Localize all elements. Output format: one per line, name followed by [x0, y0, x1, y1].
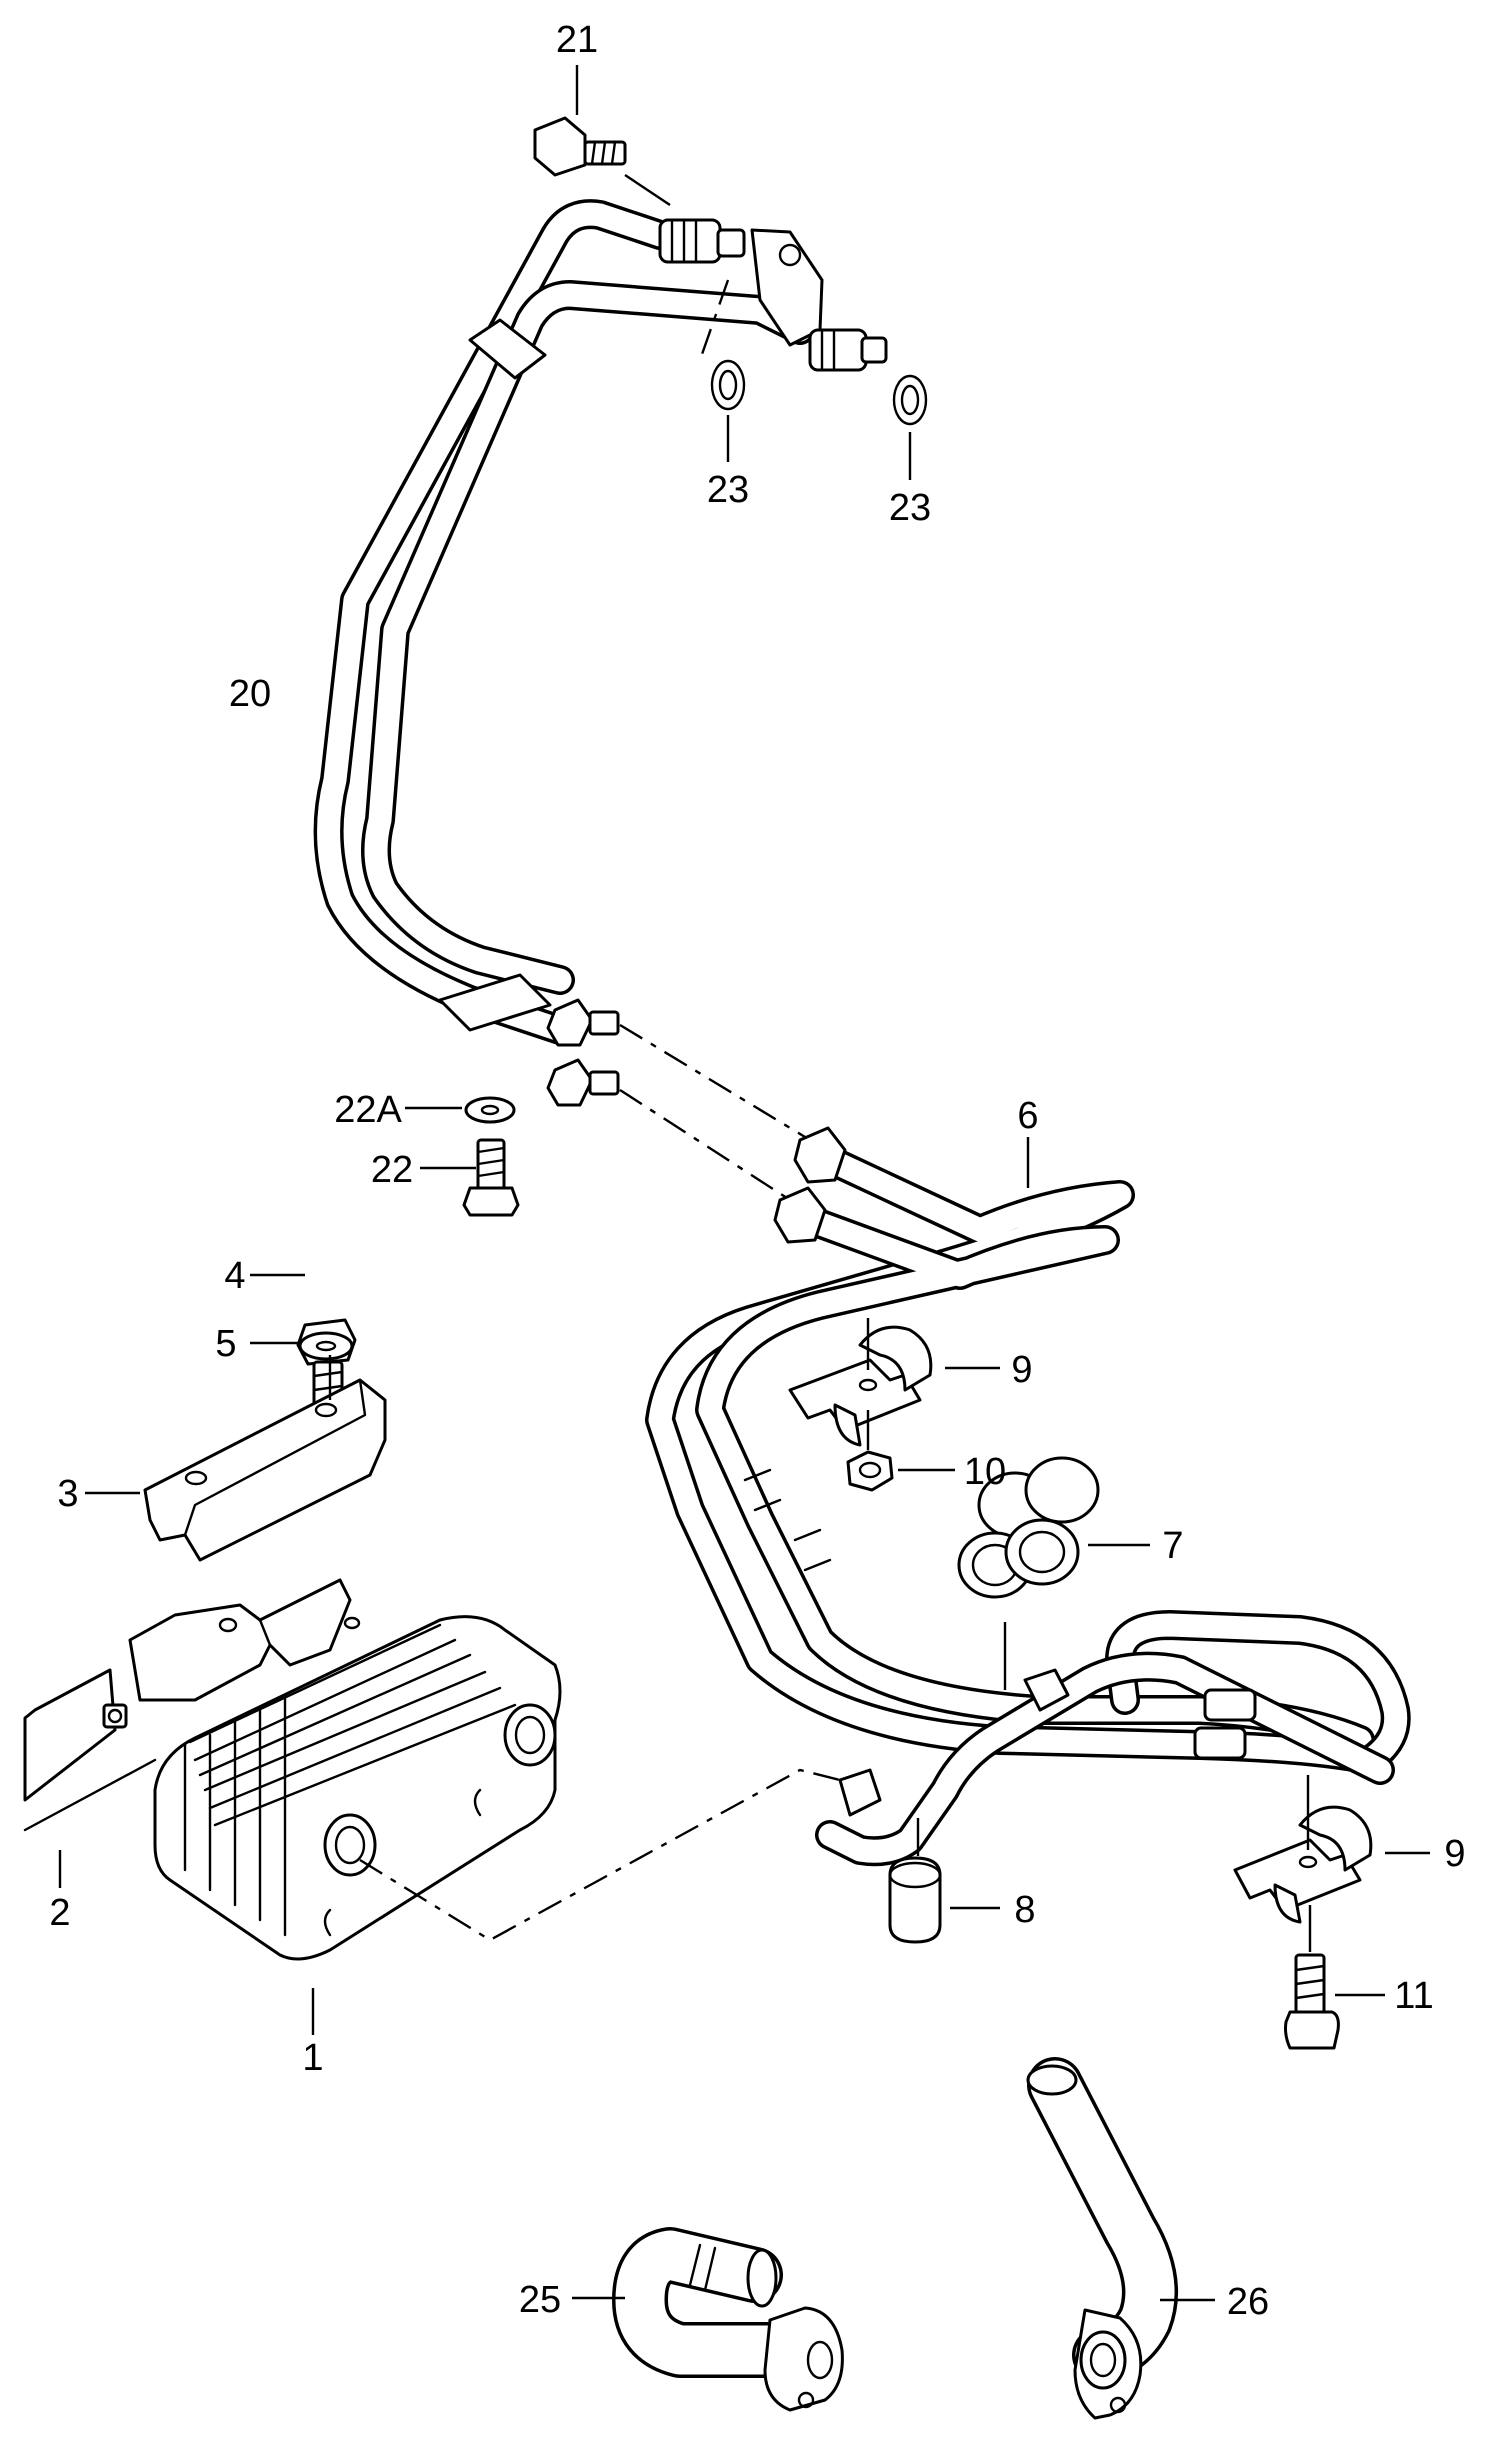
- bracket-2: [23, 1578, 361, 1888]
- seal-23-b: [892, 374, 928, 480]
- callout-11: 11: [1394, 1975, 1433, 2017]
- callout-22: 22: [371, 1149, 413, 1191]
- bracket-3: [85, 1355, 387, 1562]
- callout-6: 6: [1017, 1095, 1038, 1137]
- oil-cooler-1: [153, 1615, 841, 2035]
- callout-5: 5: [215, 1323, 236, 1365]
- callout-9-a: 9: [1011, 1349, 1032, 1391]
- bolt-22: [420, 1138, 520, 1217]
- callout-labels: 21 23 23 20 22A 22 6 4 5 9 10 3 7 2 9 8 …: [49, 19, 1465, 2323]
- callout-10: 10: [964, 1451, 1006, 1493]
- fittings-mid: [546, 998, 811, 1202]
- fittings-top: [658, 218, 888, 372]
- callout-9-b: 9: [1444, 1833, 1465, 1875]
- grommet-7: [957, 1456, 1150, 1690]
- bolt-11: [1284, 1905, 1385, 2050]
- bolt-21: [533, 65, 671, 206]
- callout-23-a: 23: [707, 469, 749, 511]
- callout-23-b: 23: [889, 487, 931, 529]
- callout-2: 2: [49, 1892, 70, 1934]
- clip-9-a: [788, 1318, 1000, 1447]
- nut-10: [846, 1410, 955, 1492]
- pipe-6: [645, 1126, 1411, 1867]
- washer-22a: [405, 1096, 516, 1124]
- hose-26: [1026, 2057, 1215, 2420]
- callout-1: 1: [302, 2037, 323, 2079]
- callout-26: 26: [1227, 2281, 1269, 2323]
- callout-21: 21: [556, 19, 598, 61]
- seal-23-a: [698, 279, 746, 462]
- callout-8: 8: [1014, 1889, 1035, 1931]
- callout-20: 20: [229, 673, 271, 715]
- callout-4: 4: [224, 1255, 245, 1297]
- callout-7: 7: [1162, 1525, 1183, 1567]
- bush-8: [888, 1818, 1000, 1944]
- washer-5: [250, 1331, 354, 1361]
- callout-3: 3: [57, 1473, 78, 1515]
- callout-25: 25: [519, 2279, 561, 2321]
- hose-25: [572, 2227, 844, 2412]
- callout-22a: 22A: [334, 1089, 402, 1131]
- clip-9-b: [1233, 1775, 1430, 1924]
- pipe-20: [313, 199, 815, 1045]
